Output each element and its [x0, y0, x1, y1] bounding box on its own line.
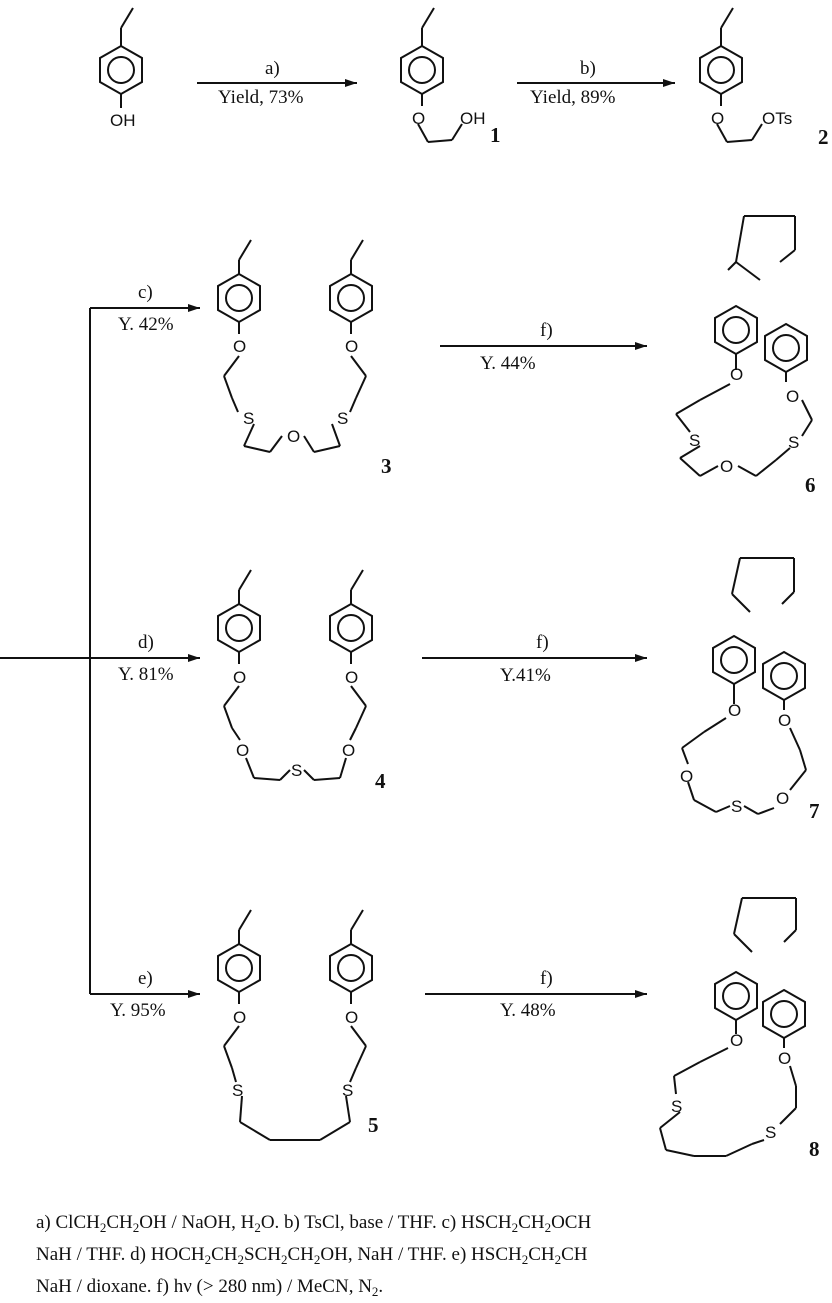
compound-label-1: 1	[490, 123, 501, 147]
reagent-f-label-5: f)	[540, 968, 553, 989]
svg-text:O: O	[345, 337, 358, 356]
yield-b-label: Yield, 89%	[530, 87, 616, 108]
yield-f-label-5: Y. 48%	[500, 1000, 556, 1021]
compound-label-5: 5	[368, 1113, 379, 1137]
starting-material-4-vinylphenol: OH	[99, 7, 143, 130]
yield-c-label: Y. 42%	[118, 314, 174, 335]
svg-text:S: S	[788, 433, 799, 452]
compound-label-3: 3	[381, 454, 392, 478]
branch-connector	[0, 304, 200, 998]
reagent-e-label: e)	[138, 968, 153, 989]
compound-label-8: 8	[809, 1137, 820, 1161]
footnote-line-1: a) ClCH2CH2OH / NaOH, H2O. b) TsCl, base…	[36, 1212, 592, 1235]
yield-f-label-3: Y. 44%	[480, 353, 536, 374]
compound-label-6: 6	[805, 473, 816, 497]
reagent-c-label: c)	[138, 282, 153, 303]
compound-label-2: 2	[818, 125, 829, 149]
svg-text:O: O	[236, 741, 249, 760]
hydroxyl-label: OH	[110, 111, 136, 130]
footnote-line-2: NaH / THF. d) HOCH2CH2SCH2CH2OH, NaH / T…	[36, 1244, 588, 1267]
svg-text:S: S	[671, 1097, 682, 1116]
compound-label-7: 7	[809, 799, 820, 823]
svg-text:S: S	[337, 409, 348, 428]
yield-f-label-4: Y.41%	[500, 665, 551, 686]
svg-text:S: S	[731, 797, 742, 816]
tosylate-label: OTs	[762, 109, 792, 128]
svg-text:S: S	[232, 1081, 243, 1100]
reaction-conditions-footnote: a) ClCH2CH2OH / NaOH, H2O. b) TsCl, base…	[36, 1207, 832, 1303]
reagent-f-label-3: f)	[540, 320, 553, 341]
yield-a-label: Yield, 73%	[218, 87, 304, 108]
svg-text:S: S	[342, 1081, 353, 1100]
svg-text:O: O	[728, 701, 741, 720]
svg-text:S: S	[243, 409, 254, 428]
svg-text:O: O	[233, 1008, 246, 1027]
compound-3-structure: O O S S O	[217, 239, 373, 453]
compound-7-structure: O O O S O	[680, 557, 807, 816]
compound-8-structure: O O S S	[659, 897, 806, 1157]
reagent-b-label: b)	[580, 58, 596, 79]
ether-oxygen-label: O	[412, 109, 425, 128]
svg-text:S: S	[689, 431, 700, 450]
footnote-line-3: NaH / dioxane. f) hν (> 280 nm) / MeCN, …	[36, 1276, 384, 1299]
svg-text:O: O	[730, 365, 743, 384]
ether-oxygen-label: O	[711, 109, 724, 128]
compound-6-structure: O O S O S	[675, 215, 813, 477]
compound-label-4: 4	[375, 769, 386, 793]
svg-text:O: O	[786, 387, 799, 406]
svg-text:S: S	[291, 761, 302, 780]
compound-4-structure: O O O O S	[217, 569, 373, 781]
yield-e-label: Y. 95%	[110, 1000, 166, 1021]
compound-1-structure: O OH	[400, 7, 486, 143]
svg-text:S: S	[765, 1123, 776, 1142]
svg-text:O: O	[233, 337, 246, 356]
yield-d-label: Y. 81%	[118, 664, 174, 685]
svg-text:O: O	[778, 1049, 791, 1068]
hydroxyl-label: OH	[460, 109, 486, 128]
reagent-a-label: a)	[265, 58, 280, 79]
svg-text:O: O	[730, 1031, 743, 1050]
svg-text:O: O	[345, 668, 358, 687]
svg-text:O: O	[778, 711, 791, 730]
compound-2-structure: O OTs	[699, 7, 792, 143]
svg-text:O: O	[776, 789, 789, 808]
compound-5-structure: O O S S	[217, 909, 373, 1141]
svg-text:O: O	[345, 1008, 358, 1027]
reagent-f-label-4: f)	[536, 632, 549, 653]
svg-text:O: O	[233, 668, 246, 687]
svg-text:O: O	[342, 741, 355, 760]
svg-text:O: O	[287, 427, 300, 446]
svg-text:O: O	[720, 457, 733, 476]
reagent-d-label: d)	[138, 632, 154, 653]
svg-text:O: O	[680, 767, 693, 786]
